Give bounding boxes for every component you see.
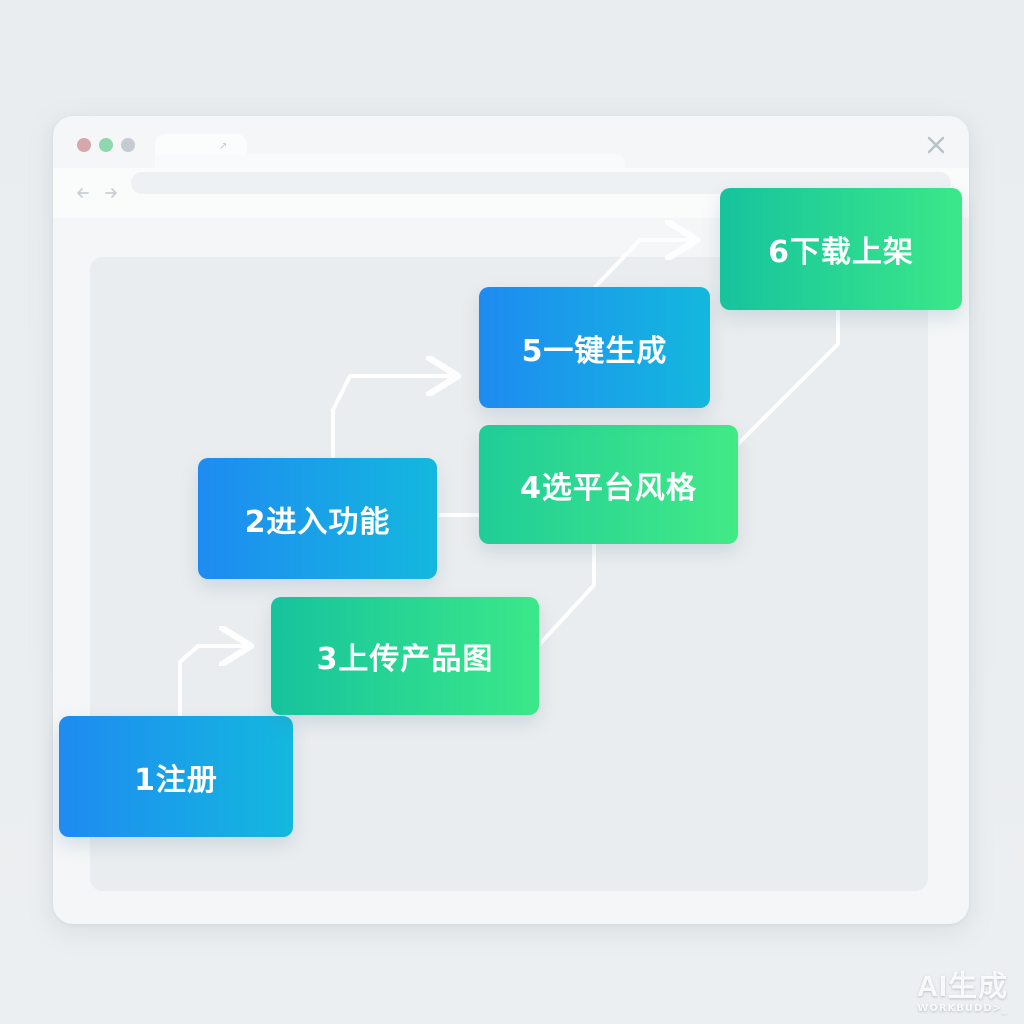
- step-4-card[interactable]: 4选平台风格: [479, 425, 738, 544]
- step-2-card[interactable]: 2进入功能: [198, 458, 437, 579]
- arrow-left-icon[interactable]: [75, 184, 93, 202]
- step-6-card[interactable]: 6下载上架: [720, 188, 962, 310]
- step-5-card[interactable]: 5一键生成: [479, 287, 710, 408]
- window-close-dot[interactable]: [77, 138, 91, 152]
- step-1-card[interactable]: 1注册: [59, 716, 293, 837]
- watermark-title: AI生成: [916, 971, 1008, 1003]
- window-minimize-dot[interactable]: [99, 138, 113, 152]
- arrow-right-icon[interactable]: [101, 184, 119, 202]
- tab-link-icon: ↗: [219, 141, 228, 152]
- watermark-subtitle: WORKBUDD>_: [917, 1003, 1008, 1014]
- window-maximize-dot[interactable]: [121, 138, 135, 152]
- close-icon[interactable]: [923, 132, 949, 158]
- ai-watermark: AI生成 WORKBUDD>_: [917, 973, 1008, 1014]
- step-3-card[interactable]: 3上传产品图: [271, 597, 539, 715]
- window-controls: [77, 138, 135, 152]
- tab-strip: [155, 154, 625, 170]
